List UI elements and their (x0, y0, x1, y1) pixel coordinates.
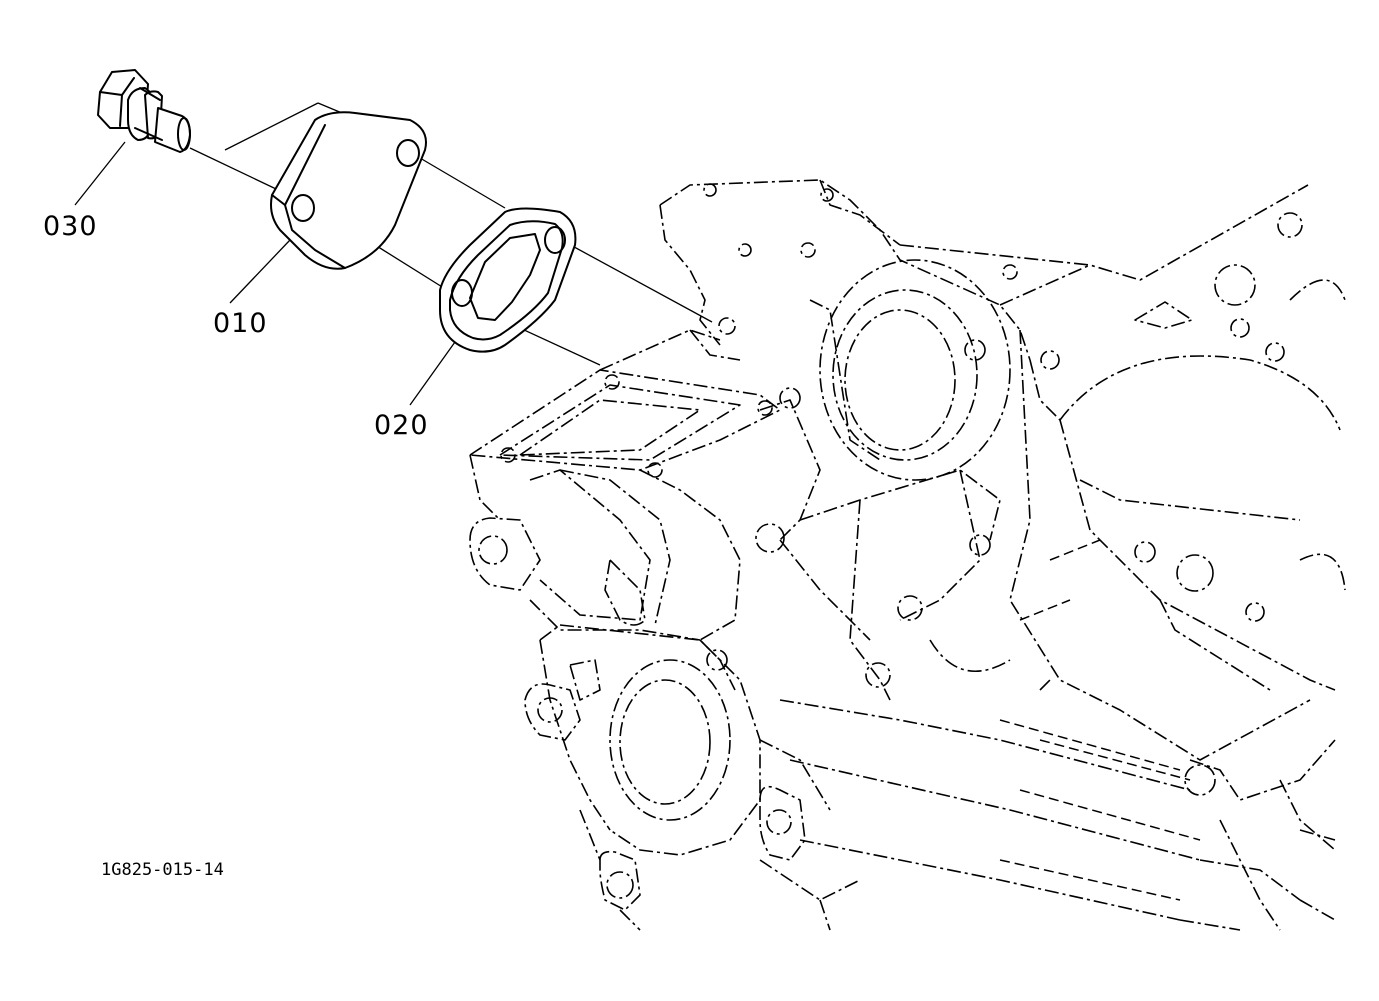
drawing-code: 1G825-015-14 (101, 860, 224, 880)
gasket-part-020[interactable] (439, 207, 577, 353)
bolt-part-030[interactable] (97, 69, 191, 153)
engine-block-outline (469, 179, 1346, 931)
callout-label-020: 020 (374, 410, 429, 441)
callout-label-030: 030 (43, 211, 98, 242)
callout-label-010: 010 (213, 308, 268, 339)
cover-plate-part-010[interactable] (270, 111, 427, 270)
